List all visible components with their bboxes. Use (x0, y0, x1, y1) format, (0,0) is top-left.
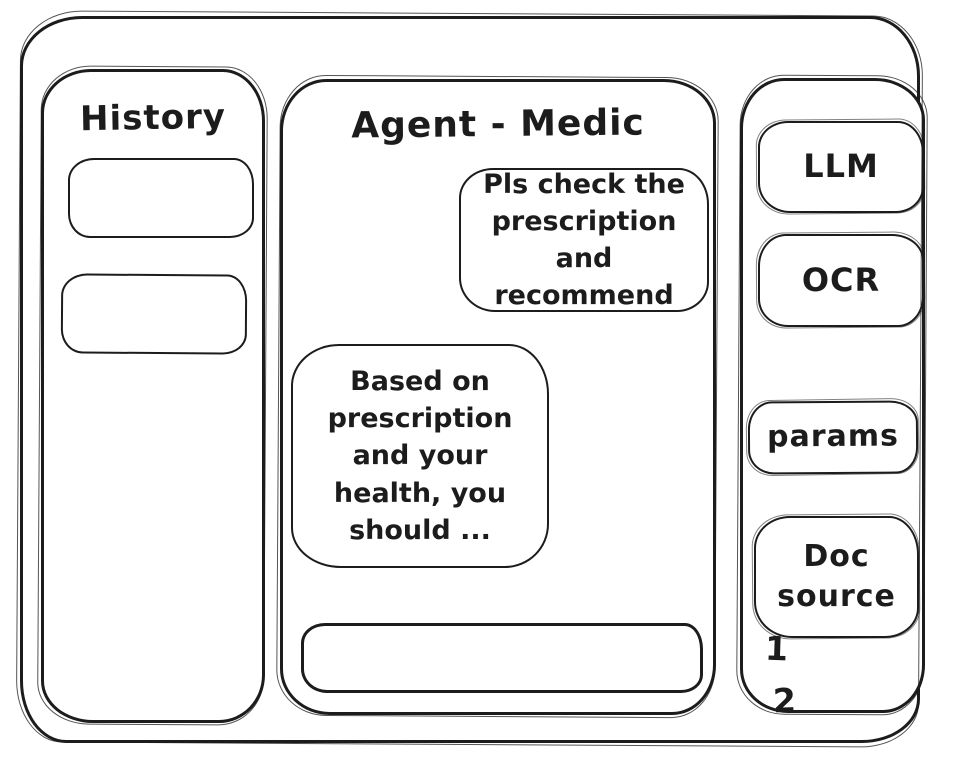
history-sidebar: History (41, 69, 265, 723)
tools-sidebar: LLM OCR params Doc source 1 2 (740, 78, 925, 720)
user-message-bubble: Pls check the prescription and recommend (459, 168, 709, 312)
agent-message-bubble: Based on prescription and your health, y… (291, 344, 549, 568)
ocr-button-label: OCR (801, 260, 881, 299)
doc-source-button[interactable]: Doc source (754, 516, 919, 638)
message-input[interactable] (301, 623, 703, 693)
doc-source-item[interactable]: 1 (764, 628, 789, 669)
params-button-label: params (766, 418, 900, 455)
user-message-text: Pls check the prescription and recommend (483, 168, 685, 312)
chat-panel: Agent - Medic Pls check the prescription… (280, 79, 716, 715)
doc-source-button-label: Doc source (777, 538, 896, 615)
llm-button[interactable]: LLM (758, 121, 924, 213)
history-item[interactable] (60, 273, 248, 355)
params-button[interactable]: params (747, 400, 919, 475)
agent-message-text: Based on prescription and your health, y… (327, 365, 513, 546)
page-title: Agent - Medic (350, 102, 646, 147)
app-frame: History Agent - Medic Pls check the pres… (20, 16, 925, 743)
llm-button-label: LLM (803, 147, 879, 186)
history-item[interactable] (68, 158, 254, 238)
history-title: History (79, 96, 227, 140)
doc-source-item[interactable]: 2 (772, 680, 797, 721)
ocr-button[interactable]: OCR (758, 234, 924, 327)
